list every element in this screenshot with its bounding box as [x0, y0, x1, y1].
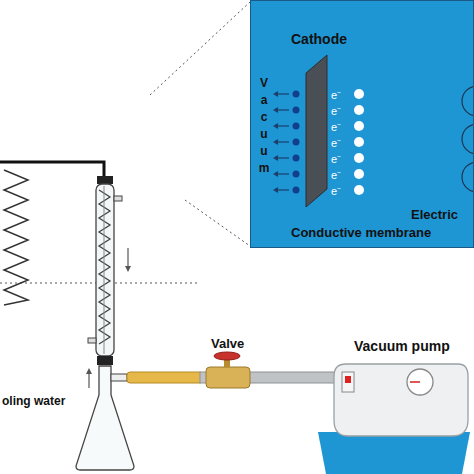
vacuum-arrow	[273, 139, 278, 145]
vacuum-pump	[334, 364, 468, 436]
vacuum-arrow	[277, 189, 289, 190]
electron-dot	[354, 89, 364, 99]
electron-dot	[354, 121, 364, 131]
vacuum-arrow	[277, 141, 289, 142]
side-arm	[111, 374, 127, 381]
vacuum-arrow	[273, 171, 278, 177]
pump-switch	[342, 372, 354, 392]
zoom-guide	[185, 200, 250, 246]
electric-wire	[0, 162, 104, 178]
vacuum-label: Vacuum	[258, 75, 270, 177]
flow-arrow	[125, 266, 131, 272]
valve-handle	[214, 352, 240, 360]
membrane-label: Conductive membrane	[291, 225, 431, 240]
electron-label: e⁻	[331, 183, 341, 198]
vacuum-arrow	[273, 107, 278, 113]
ion-circle	[462, 124, 473, 154]
vacuum-arrow	[277, 157, 289, 158]
valve-body	[206, 367, 250, 388]
cooling-water-label: oling water	[2, 394, 65, 408]
conductive-membrane-inset: CathodeVacuume⁻e⁻e⁻e⁻e⁻e⁻e⁻ElectricCondu…	[250, 0, 474, 248]
water-port	[114, 196, 122, 201]
electron-label: e⁻	[331, 119, 341, 134]
ion-circle	[462, 86, 473, 116]
vacuum-arrow	[277, 173, 289, 174]
cathode-label: Cathode	[291, 31, 347, 47]
electron-label: e⁻	[331, 103, 341, 118]
vacuum-dot	[293, 91, 300, 98]
valve-label: Valve	[211, 336, 244, 351]
electron-dot	[354, 185, 364, 195]
vacuum-dot	[293, 123, 300, 130]
vacuum-arrow	[273, 91, 278, 97]
ground-joint	[97, 176, 113, 184]
flow-arrow	[86, 368, 92, 374]
vacuum-arrow	[277, 109, 289, 110]
condenser-tube	[104, 186, 105, 354]
electron-dot	[354, 169, 364, 179]
electron-label: e⁻	[331, 151, 341, 166]
flow-arrow	[88, 372, 89, 388]
water-port	[88, 338, 96, 343]
electron-label: e⁻	[331, 167, 341, 182]
vacuum-dot	[293, 155, 300, 162]
vacuum-pump-label: Vacuum pump	[354, 338, 450, 354]
pump-gauge	[407, 369, 433, 395]
vacuum-dot	[293, 139, 300, 146]
cathode-plate	[306, 55, 327, 207]
electron-label: e⁻	[331, 87, 341, 102]
vacuum-arrow	[273, 155, 278, 161]
pump-switch	[345, 376, 351, 383]
condenser-jacket	[96, 184, 114, 356]
ion-circle	[462, 162, 473, 192]
zoom-guide	[150, 2, 250, 95]
vacuum-arrow	[277, 93, 289, 94]
vacuum-arrow	[273, 187, 278, 193]
gauge-needle	[410, 381, 420, 383]
ground-joint	[97, 356, 113, 365]
electron-label: e⁻	[331, 135, 341, 150]
erlenmeyer-flask	[76, 366, 134, 470]
vacuum-dot	[293, 187, 300, 194]
flow-arrow	[127, 248, 128, 268]
vacuum-arrow	[273, 123, 278, 129]
rubber-hose	[127, 372, 203, 383]
vacuum-arrow	[277, 125, 289, 126]
pump-tray	[318, 432, 470, 474]
vacuum-dot	[293, 107, 300, 114]
electron-dot	[354, 137, 364, 147]
electron-dot	[354, 153, 364, 163]
vacuum-dot	[293, 171, 300, 178]
coil-spring	[4, 170, 28, 305]
electric-label: Electric	[411, 207, 458, 222]
electron-dot	[354, 105, 364, 115]
